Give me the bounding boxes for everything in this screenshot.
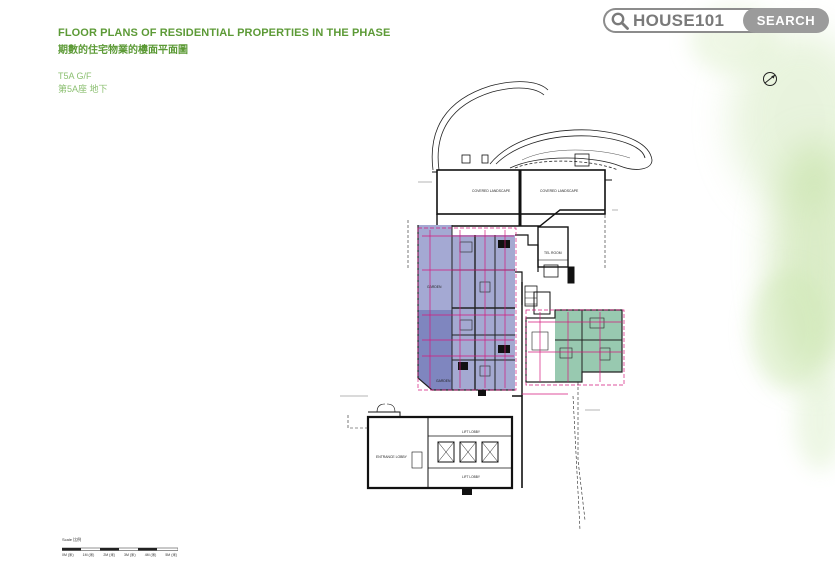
scale-bar-graphic xyxy=(62,547,178,551)
scale-tick: 4M (米) xyxy=(144,553,157,557)
lift-lobby-label-2: LIFT LOBBY xyxy=(462,475,481,479)
north-arrow-icon xyxy=(763,72,777,86)
floor-plan-drawing: COVERED LANDSCAPE COVERED LANDSCAPE GARD… xyxy=(340,81,653,530)
dimension-lines xyxy=(417,227,625,395)
boundary-lines xyxy=(347,210,606,530)
scale-bar: Scale 比例 0M (米) 1M (米) 2M (米) 3M (米) 4M … xyxy=(62,537,182,561)
scale-tick: 3M (米) xyxy=(124,553,136,557)
entrance-lobby-label: ENTRANCE LOBBY xyxy=(376,455,408,459)
page-title-en: FLOOR PLANS OF RESIDENTIAL PROPERTIES IN… xyxy=(58,27,391,39)
covered-landscape-label-2: COVERED LANDSCAPE xyxy=(540,189,579,193)
scale-tick: 2M (米) xyxy=(103,553,116,557)
page-title-zh: 期數的住宅物業的樓面平面圖 xyxy=(58,45,188,56)
tower-floor-label-en: T5A G/F xyxy=(58,71,92,81)
green-unit-block xyxy=(525,309,623,383)
covered-landscape-block xyxy=(432,153,612,227)
curved-canopy xyxy=(431,81,653,171)
search-button[interactable]: SEARCH xyxy=(743,8,829,33)
search-input[interactable]: HOUSE101 xyxy=(603,8,763,33)
lift-lobby-label-1: LIFT LOBBY xyxy=(462,430,481,434)
search-bar: HOUSE101 SEARCH xyxy=(603,8,829,33)
scale-tick: 0M (米) xyxy=(62,553,74,557)
search-icon xyxy=(611,12,629,30)
covered-landscape-label-1: COVERED LANDSCAPE xyxy=(472,189,511,193)
annotation-leaders xyxy=(340,181,618,411)
scale-tick: 5M (米) xyxy=(165,553,178,557)
scale-ticks: 0M (米) 1M (米) 2M (米) 3M (米) 4M (米) 5M (米… xyxy=(62,553,177,558)
scale-label: Scale 比例 xyxy=(62,537,82,542)
tower-floor-label-zh: 第5A座 地下 xyxy=(58,84,108,94)
garden-label-2: GARDEN xyxy=(436,379,451,383)
garden-label-1: GARDEN xyxy=(427,285,442,289)
lobby-block xyxy=(366,390,523,495)
scale-tick: 1M (米) xyxy=(82,553,95,557)
blue-unit-block xyxy=(417,225,515,391)
tel-room-label: TEL ROOM xyxy=(544,251,562,255)
brand-text: HOUSE101 xyxy=(633,10,725,30)
central-core xyxy=(515,226,575,396)
